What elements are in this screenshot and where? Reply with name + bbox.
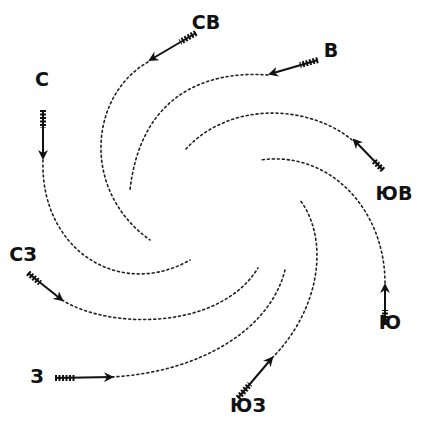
compass-direction: З	[30, 367, 44, 386]
compass-direction: Ю	[379, 313, 401, 332]
compass-direction: В	[324, 41, 338, 60]
compass-direction: ЮЗ	[230, 396, 266, 415]
compass-direction: ЮВ	[376, 184, 413, 203]
compass-direction: СВ	[192, 13, 220, 32]
compass-direction: СЗ	[9, 245, 36, 264]
compass-direction: С	[35, 70, 49, 89]
